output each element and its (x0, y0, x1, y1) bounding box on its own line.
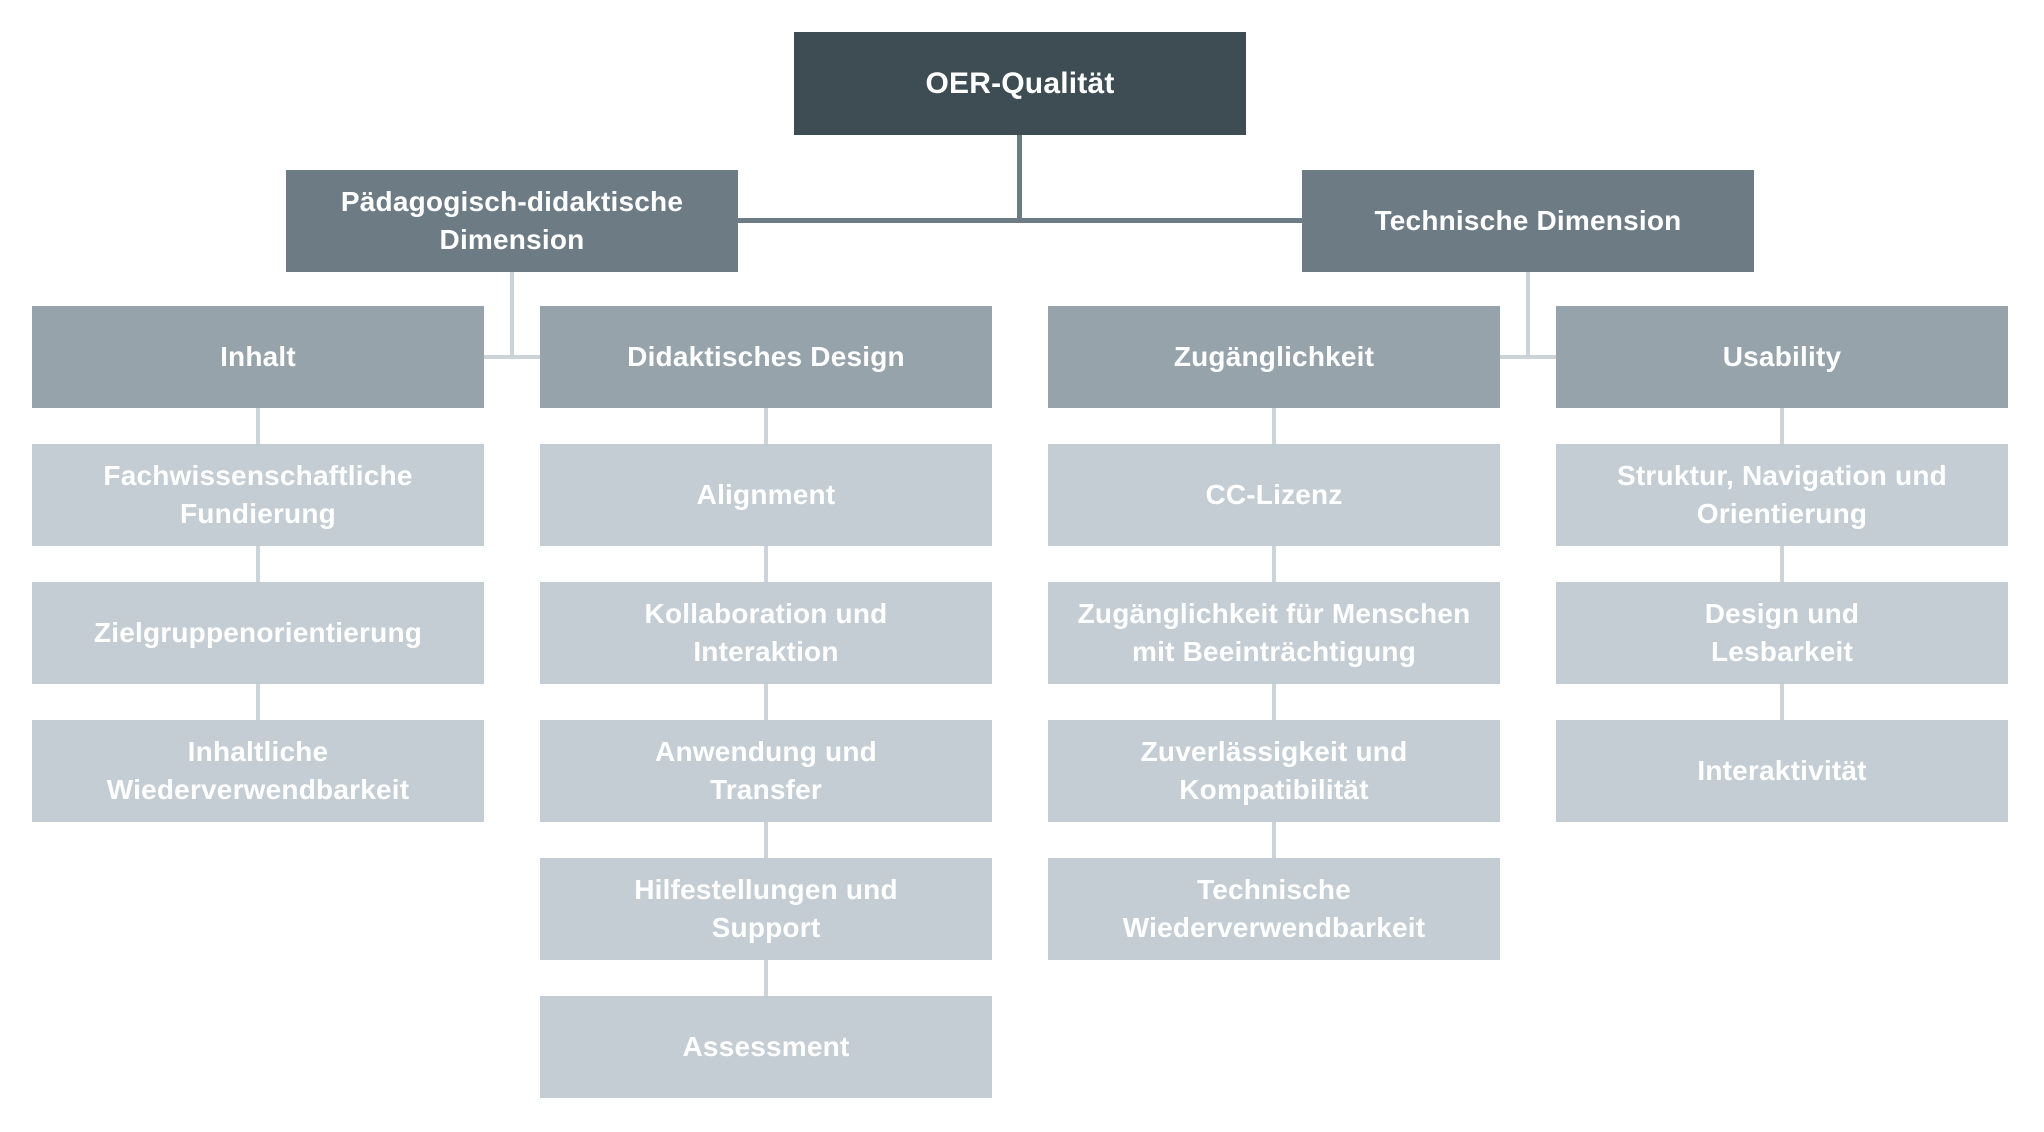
item-label: Zugänglichkeit für Menschen mit Beeinträ… (1077, 598, 1471, 667)
connector-zugaenglichkeit-4 (1272, 822, 1276, 858)
item-box-anwendung-und-transfer: Anwendung und Transfer (540, 720, 992, 822)
connector-didaktisches-design-5 (764, 960, 768, 996)
item-box-fachwissenschaftliche-fundierung: Fachwissenschaftliche Fundierung (32, 444, 484, 546)
item-label: Design und Lesbarkeit (1704, 598, 1860, 667)
connector-usability-3 (1780, 684, 1784, 720)
item-label: Inhaltliche Wiederverwendbarkeit (106, 736, 410, 805)
item-box-inhaltliche-wiederverwendbarkeit: Inhaltliche Wiederverwendbarkeit (32, 720, 484, 822)
category-label: Didaktisches Design (627, 341, 905, 372)
connector-didaktisches-design-1 (764, 408, 768, 444)
connector-didaktisches-design-2 (764, 546, 768, 582)
item-box-technische-wiederverwendbarkeit: Technische Wiederverwendbarkeit (1048, 858, 1500, 960)
item-box-design-und-lesbarkeit: Design und Lesbarkeit (1556, 582, 2008, 684)
root-box: OER-Qualität (794, 32, 1246, 135)
item-box-struktur-navigation-und-orientierung: Struktur, Navigation und Orientierung (1556, 444, 2008, 546)
category-box-didaktisches-design: Didaktisches Design (540, 306, 992, 408)
category-label: Zugänglichkeit (1173, 341, 1375, 372)
connector-usability-1 (1780, 408, 1784, 444)
item-label: Alignment (696, 479, 836, 510)
root-label: OER-Qualität (925, 66, 1115, 100)
dimension-label: Technische Dimension (1374, 205, 1682, 236)
connector-paedagogisch-stem (510, 272, 514, 359)
item-box-interaktivitaet: Interaktivität (1556, 720, 2008, 822)
item-box-zielgruppenorientierung: Zielgruppenorientierung (32, 582, 484, 684)
item-label: Technische Wiederverwendbarkeit (1122, 874, 1426, 943)
connector-technisch-crossbar (1500, 355, 1556, 359)
connector-inhalt-2 (256, 546, 260, 582)
item-label: Interaktivität (1697, 755, 1867, 786)
item-label: Zuverlässigkeit und Kompatibilität (1140, 736, 1408, 805)
category-label: Usability (1722, 341, 1842, 372)
connector-usability-2 (1780, 546, 1784, 582)
connector-didaktisches-design-3 (764, 684, 768, 720)
category-box-zugaenglichkeit: Zugänglichkeit (1048, 306, 1500, 408)
connector-paedagogisch-crossbar (484, 355, 540, 359)
item-box-alignment: Alignment (540, 444, 992, 546)
connector-inhalt-3 (256, 684, 260, 720)
category-box-usability: Usability (1556, 306, 2008, 408)
item-label: Assessment (682, 1031, 850, 1062)
item-box-kollaboration-und-interaktion: Kollaboration und Interaktion (540, 582, 992, 684)
item-label: Kollaboration und Interaktion (644, 598, 888, 667)
connector-technisch-stem (1526, 272, 1530, 359)
category-label: Inhalt (220, 341, 296, 372)
item-box-cc-lizenz: CC-Lizenz (1048, 444, 1500, 546)
item-box-assessment: Assessment (540, 996, 992, 1098)
connector-inhalt-1 (256, 408, 260, 444)
item-label: Struktur, Navigation und Orientierung (1617, 460, 1947, 529)
connector-didaktisches-design-4 (764, 822, 768, 858)
item-box-hilfestellungen-und-support: Hilfestellungen und Support (540, 858, 992, 960)
item-label: Fachwissenschaftliche Fundierung (103, 460, 413, 529)
connector-zugaenglichkeit-3 (1272, 684, 1276, 720)
item-box-zugaenglichkeit-fuer-menschen: Zugänglichkeit für Menschen mit Beeinträ… (1048, 582, 1500, 684)
item-label: Zielgruppenorientierung (93, 617, 423, 648)
connector-root-crossbar (738, 218, 1302, 223)
item-label: CC-Lizenz (1205, 479, 1343, 510)
item-label: Anwendung und Transfer (655, 736, 877, 805)
dimension-box-technisch: Technische Dimension (1302, 170, 1754, 272)
connector-zugaenglichkeit-2 (1272, 546, 1276, 582)
category-box-inhalt: Inhalt (32, 306, 484, 408)
connector-zugaenglichkeit-1 (1272, 408, 1276, 444)
item-box-zuverlaessigkeit-und-kompatibilitaet: Zuverlässigkeit und Kompatibilität (1048, 720, 1500, 822)
dimension-box-paedagogisch-didaktisch: Pädagogisch-didaktische Dimension (286, 170, 738, 272)
item-label: Hilfestellungen und Support (634, 874, 898, 943)
connector-root-stem (1017, 135, 1022, 223)
dimension-label: Pädagogisch-didaktische Dimension (340, 186, 684, 255)
